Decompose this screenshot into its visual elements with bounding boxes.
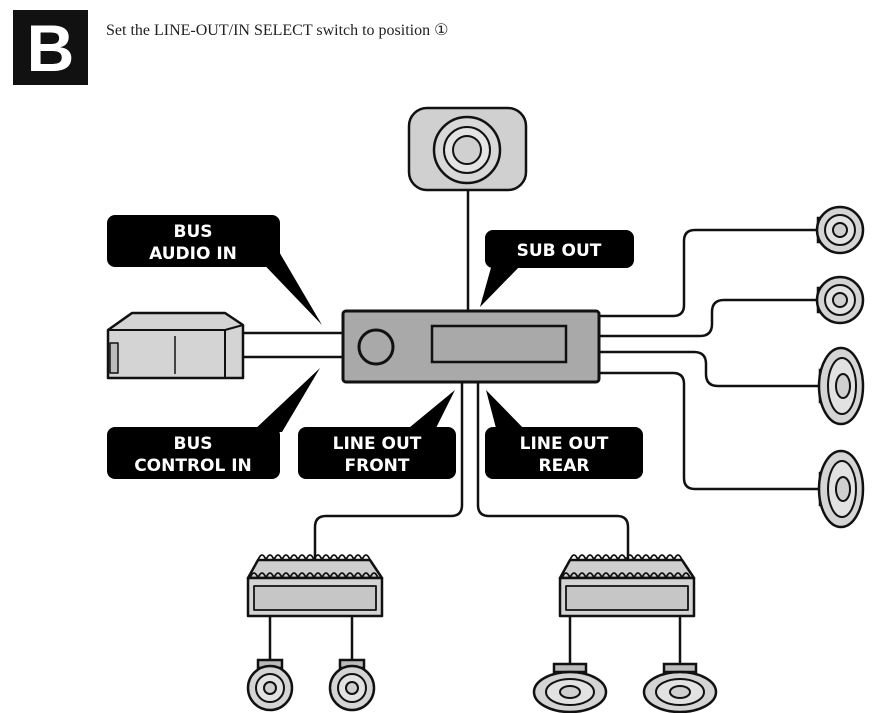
- label-bus-audio-in: BUS AUDIO IN: [107, 215, 280, 267]
- wires: [240, 190, 820, 664]
- svg-text:LINE OUT: LINE OUT: [333, 434, 422, 454]
- svg-text:SUB OUT: SUB OUT: [517, 241, 602, 261]
- label-bus-control-in: BUS CONTROL IN: [107, 427, 280, 479]
- step-badge: B: [13, 10, 88, 85]
- wire-speaker-2: [598, 298, 818, 338]
- cd-changer: [106, 311, 245, 380]
- label-line-out-front: LINE OUT FRONT: [298, 427, 456, 479]
- pointer-bus-audio: [250, 250, 322, 325]
- head-unit: [341, 309, 601, 384]
- label-pointers: [250, 250, 527, 432]
- wire-speaker-3: [598, 350, 820, 388]
- round-speaker-front-right: [328, 658, 376, 712]
- svg-text:BUS: BUS: [173, 434, 212, 454]
- label-sub-out: SUB OUT: [485, 230, 634, 268]
- oval-speaker-fourth: [817, 449, 865, 529]
- label-line-out-rear: LINE OUT REAR: [485, 427, 643, 479]
- wire-line-out-rear: [476, 383, 630, 562]
- subwoofer: [407, 106, 528, 192]
- oval-speaker-third: [817, 346, 865, 426]
- tweeter-speaker-top: [815, 205, 865, 255]
- tweeter-speaker-second: [815, 275, 865, 325]
- amplifier-front: [246, 554, 384, 618]
- svg-text:REAR: REAR: [539, 456, 590, 476]
- svg-text:CONTROL IN: CONTROL IN: [134, 456, 252, 476]
- oval-speaker-rear-right: [642, 662, 718, 713]
- amplifier-rear: [558, 554, 696, 618]
- pointer-sub-out: [480, 264, 522, 307]
- svg-text:AUDIO IN: AUDIO IN: [149, 244, 237, 264]
- wire-line-out-front: [313, 383, 464, 562]
- pointer-line-front: [404, 390, 455, 432]
- pointer-line-rear: [486, 390, 527, 432]
- round-speaker-front-left: [246, 658, 294, 712]
- instruction-text: Set the LINE-OUT/IN SELECT switch to pos…: [106, 22, 449, 39]
- svg-text:BUS: BUS: [173, 222, 212, 242]
- svg-text:LINE OUT: LINE OUT: [520, 434, 609, 454]
- wire-speaker-4: [598, 371, 820, 491]
- svg-text:FRONT: FRONT: [345, 456, 410, 476]
- wire-speaker-1: [598, 228, 818, 318]
- oval-speaker-rear-left: [532, 662, 608, 713]
- pointer-bus-control: [252, 368, 320, 432]
